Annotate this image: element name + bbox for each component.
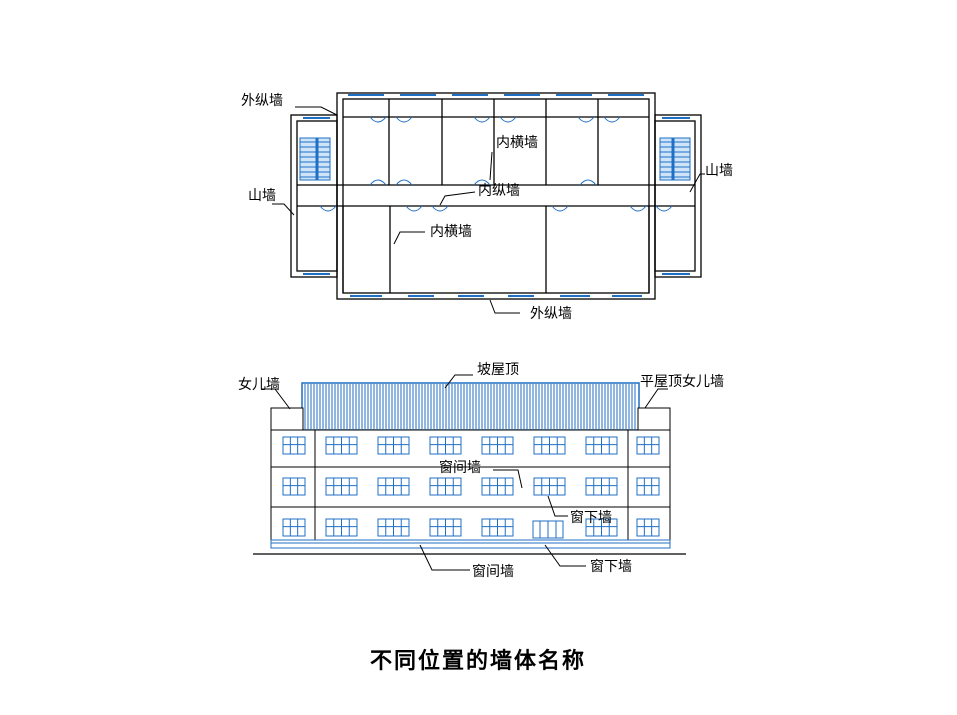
- label-flat-roof-parapet: 平屋顶女儿墙: [640, 373, 724, 390]
- window: [585, 477, 618, 496]
- window: [585, 518, 618, 537]
- parapet-left: [270, 407, 304, 431]
- plan-central-inner-outline: [342, 98, 650, 294]
- label-pier-wall-upper: 窗间墙: [439, 459, 481, 476]
- window: [585, 436, 618, 455]
- label-gable-right: 山墙: [705, 163, 733, 179]
- elevation-windows: [282, 436, 660, 537]
- window: [636, 477, 660, 496]
- window: [282, 477, 306, 496]
- window: [325, 477, 358, 496]
- label-gable-left: 山墙: [248, 188, 276, 204]
- label-outer-longitudinal-top: 外纵墙: [241, 93, 283, 109]
- entrance-doors: [532, 520, 564, 539]
- elevation-body: [270, 429, 671, 549]
- window: [533, 436, 566, 455]
- label-inner-transverse-top: 内横墙: [496, 135, 538, 151]
- window: [636, 518, 660, 537]
- label-inner-transverse-bottom: 内横墙: [430, 224, 472, 240]
- elevation-leaders: [262, 374, 668, 571]
- plinth: [270, 539, 671, 549]
- window: [481, 436, 514, 455]
- label-sill-wall-upper: 窗下墙: [570, 509, 612, 526]
- elevation: [253, 382, 686, 555]
- window: [481, 477, 514, 496]
- label-pitched-roof: 坡屋顶: [477, 362, 519, 378]
- figure-caption: 不同位置的墙体名称: [370, 648, 586, 674]
- window: [636, 436, 660, 455]
- window: [377, 436, 410, 455]
- window: [282, 436, 306, 455]
- window: [533, 477, 566, 496]
- plan-left-wing-inner: [296, 120, 338, 272]
- label-outer-longitudinal-bottom: 外纵墙: [530, 306, 572, 322]
- window: [282, 518, 306, 537]
- window: [429, 518, 462, 537]
- plan-leaders: [272, 106, 705, 314]
- plan-windows: [303, 94, 690, 297]
- window: [325, 518, 358, 537]
- pitched-roof-hatch: [304, 384, 636, 429]
- floor-plan: [290, 92, 702, 300]
- window: [481, 518, 514, 537]
- window: [377, 477, 410, 496]
- plan-doors: [319, 116, 673, 212]
- window: [429, 477, 462, 496]
- label-pier-wall-lower: 窗间墙: [472, 563, 514, 580]
- stair-right: [659, 137, 691, 181]
- window: [429, 436, 462, 455]
- parapet-right: [637, 407, 671, 431]
- plan-right-wing-inner: [654, 120, 696, 272]
- label-inner-longitudinal: 内纵墙: [478, 183, 520, 199]
- label-parapet: 女儿墙: [238, 376, 280, 393]
- stair-left: [299, 137, 331, 181]
- window: [377, 518, 410, 537]
- label-sill-wall-lower: 窗下墙: [590, 558, 632, 575]
- window: [325, 436, 358, 455]
